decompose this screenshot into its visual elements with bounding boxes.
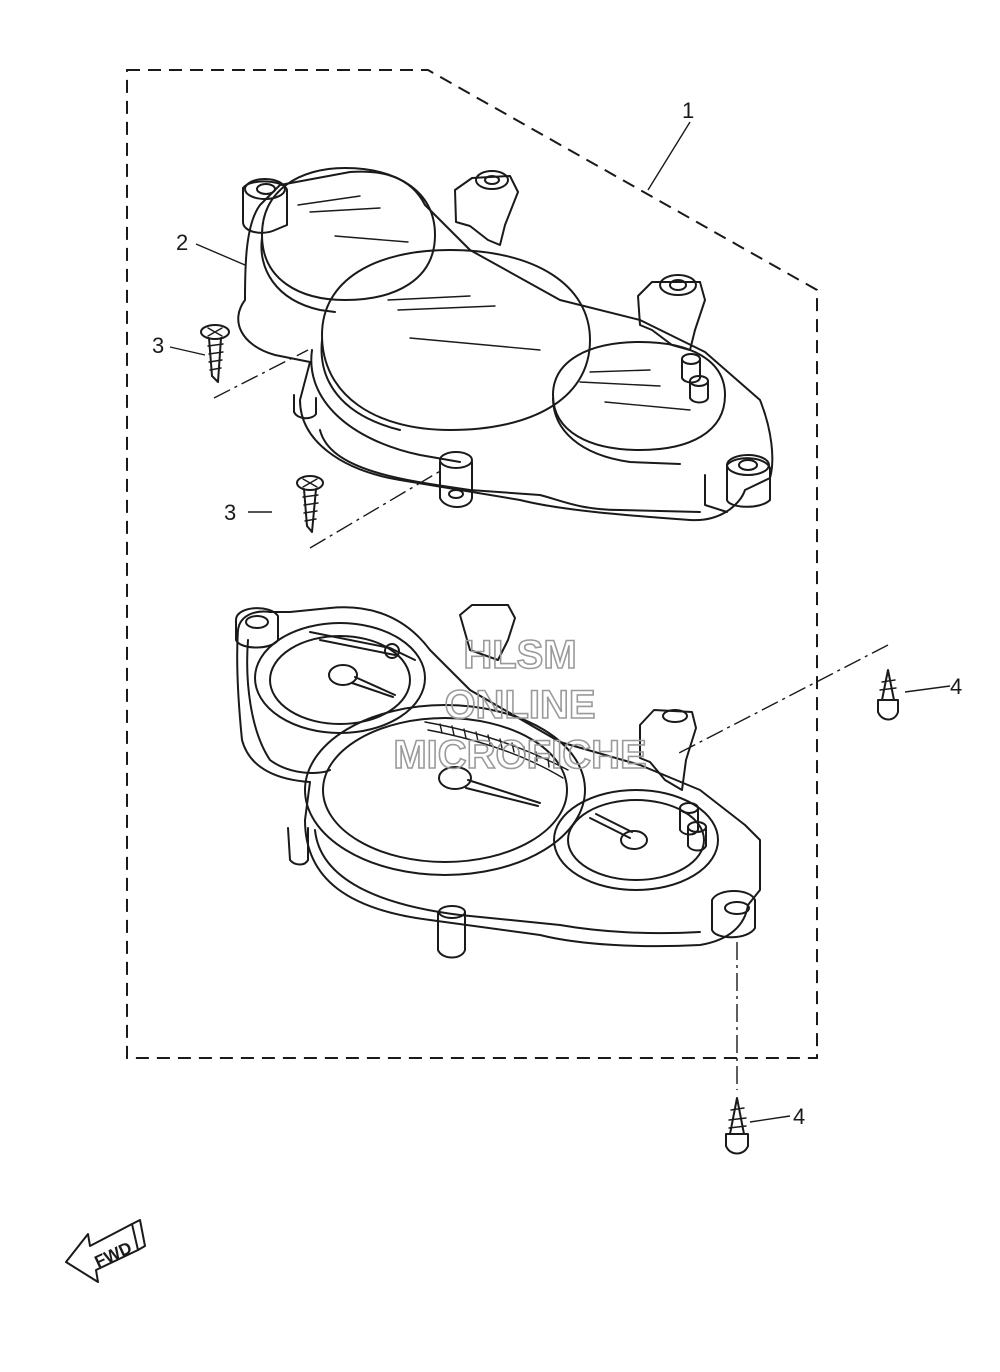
assembly-boundary: [126, 69, 818, 1059]
meter-body[interactable]: [235, 604, 761, 959]
fwd-label: FWD: [92, 1238, 135, 1272]
screw-path-3-lower: [309, 469, 443, 549]
leader-line-4a: [904, 685, 951, 693]
screw-4-bottom[interactable]: [725, 1097, 749, 1155]
watermark-line-2: ONLINE: [444, 683, 595, 727]
screw-3-lower[interactable]: [296, 475, 324, 533]
leader-line-2: [195, 243, 246, 266]
watermark-line-3: MICROFICHE: [393, 733, 646, 777]
forward-arrow-icon: FWD: [65, 1219, 146, 1283]
callout-4-right: 4: [950, 674, 962, 699]
callout-1: 1: [682, 98, 694, 123]
screw-4-right[interactable]: [877, 669, 899, 721]
screw-3-upper[interactable]: [200, 324, 230, 383]
meter-case-cover[interactable]: [237, 167, 774, 522]
callout-3-upper: 3: [152, 333, 164, 358]
callout-2: 2: [176, 230, 188, 255]
leader-line-4b: [749, 1115, 791, 1123]
leader-line-1: [647, 121, 691, 191]
callout-3-lower: 3: [224, 500, 236, 525]
watermark-line-1: HLSM: [463, 633, 576, 677]
leader-line-3a: [169, 346, 206, 356]
screw-path-3-upper: [213, 349, 309, 399]
callout-4-bottom: 4: [793, 1104, 805, 1129]
screw-path-4-right: [674, 644, 889, 756]
